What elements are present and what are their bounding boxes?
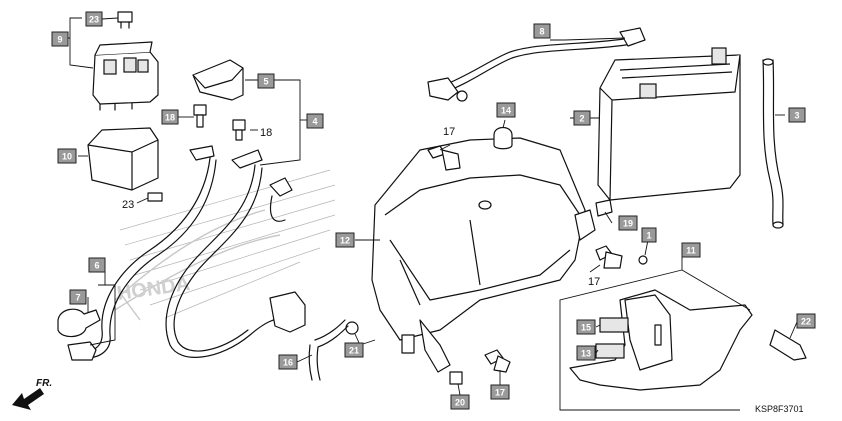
spare-fuse [147, 192, 163, 202]
terminal-cover [192, 59, 244, 101]
clip-19 [595, 199, 613, 217]
callout-12[interactable]: 12 [335, 232, 355, 248]
callout-3[interactable]: 3 [788, 107, 806, 123]
washer-1 [638, 255, 648, 265]
callout-20[interactable]: 20 [450, 394, 470, 410]
svg-text:3: 3 [794, 111, 799, 121]
svg-text:18: 18 [165, 113, 175, 123]
flange-bolt-17-bottom [484, 349, 511, 373]
svg-text:16: 16 [283, 358, 293, 368]
starter-relay [92, 41, 159, 111]
fuse [117, 11, 133, 29]
callout-18-box[interactable]: 18 [161, 109, 179, 125]
battery [597, 47, 741, 201]
svg-text:13: 13 [581, 349, 591, 359]
grommet-14 [493, 126, 513, 150]
svg-text:21: 21 [349, 346, 359, 356]
svg-text:10: 10 [62, 152, 72, 162]
callout-10[interactable]: 10 [57, 148, 77, 164]
battery-cables [67, 145, 306, 361]
svg-text:9: 9 [57, 35, 62, 45]
svg-text:11: 11 [686, 246, 696, 256]
callout-22[interactable]: 22 [796, 313, 816, 329]
svg-text:1: 1 [646, 231, 651, 241]
front-label: FR. [36, 378, 52, 389]
callout-15[interactable]: 15 [576, 319, 596, 335]
negative-cable [427, 27, 646, 102]
callout-2[interactable]: 2 [573, 110, 591, 126]
callout-6[interactable]: 6 [88, 257, 106, 273]
svg-text:7: 7 [75, 293, 80, 303]
flange-bolt-17-top [427, 145, 461, 171]
svg-text:6: 6 [94, 261, 99, 271]
svg-text:22: 22 [801, 317, 811, 327]
callout-13[interactable]: 13 [576, 345, 596, 361]
callout-7[interactable]: 7 [69, 289, 87, 305]
terminal-bolts [193, 104, 246, 141]
svg-text:15: 15 [581, 323, 591, 333]
front-arrow-icon: FR. [12, 378, 52, 410]
relay-cover [87, 127, 159, 191]
label-23-bottom: 23 [122, 199, 134, 211]
callout-16[interactable]: 16 [278, 354, 298, 370]
svg-text:20: 20 [455, 398, 465, 408]
callout-23-top[interactable]: 23 [85, 11, 103, 27]
label-17-right: 17 [588, 276, 600, 288]
breather-tube [762, 58, 784, 229]
callout-1[interactable]: 1 [641, 227, 657, 243]
flange-bolt-17-right [595, 245, 623, 269]
battery-case [371, 137, 596, 373]
diagram-code: KSP8F3701 [755, 404, 804, 414]
terminal-boot [57, 308, 101, 338]
callout-4[interactable]: 4 [306, 113, 324, 129]
callout-19[interactable]: 19 [618, 215, 638, 231]
svg-text:5: 5 [263, 77, 268, 87]
callout-11[interactable]: 11 [681, 242, 701, 258]
callout-9[interactable]: 9 [51, 31, 69, 47]
bolt-22 [769, 329, 807, 361]
svg-text:4: 4 [312, 117, 317, 127]
svg-text:2: 2 [579, 114, 584, 124]
svg-text:14: 14 [501, 106, 511, 116]
svg-text:17: 17 [495, 388, 505, 398]
svg-text:8: 8 [539, 27, 544, 37]
drain-tube-16 [308, 319, 349, 381]
hose-clamp-21 [345, 321, 359, 335]
callout-5[interactable]: 5 [257, 73, 275, 89]
callout-21[interactable]: 21 [344, 342, 364, 358]
svg-text:19: 19 [623, 219, 633, 229]
battery-holder [569, 289, 753, 391]
svg-text:23: 23 [89, 15, 99, 25]
svg-text:12: 12 [340, 236, 350, 246]
callout-17-box[interactable]: 17 [490, 384, 510, 400]
label-17-top: 17 [443, 126, 455, 138]
callout-14[interactable]: 14 [496, 102, 516, 118]
clip-20 [449, 371, 463, 385]
callout-8[interactable]: 8 [533, 23, 551, 39]
label-18: 18 [260, 127, 272, 139]
